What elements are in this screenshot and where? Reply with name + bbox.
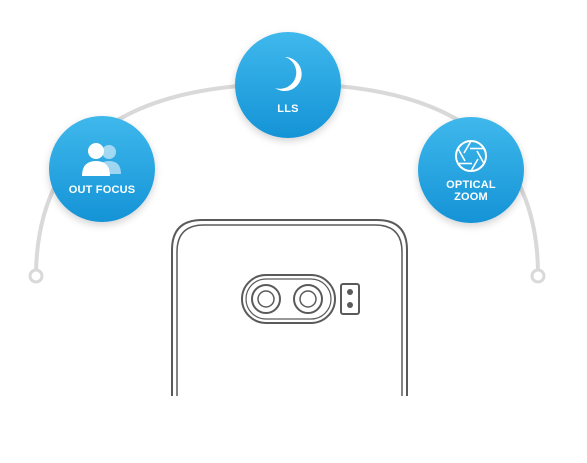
feature-label-optical-zoom: OPTICAL ZOOM — [446, 178, 496, 203]
feature-out-focus: OUT FOCUS — [49, 116, 155, 222]
phone-outline — [171, 219, 408, 396]
feature-optical-zoom: OPTICAL ZOOM — [418, 117, 524, 223]
aperture-icon — [455, 139, 487, 172]
camera-lens-right — [293, 284, 323, 314]
arc-end-right — [530, 268, 546, 284]
dual-camera-module — [241, 274, 336, 324]
feature-lls: LLS — [235, 32, 341, 138]
feature-label-out-focus: OUT FOCUS — [68, 184, 136, 196]
camera-lens-left — [251, 284, 281, 314]
people-icon — [82, 143, 121, 176]
flash-sensor — [340, 283, 360, 315]
feature-label-lls: LLS — [277, 103, 299, 115]
crescent-moon-icon — [275, 57, 302, 91]
arc-end-left — [28, 268, 44, 284]
